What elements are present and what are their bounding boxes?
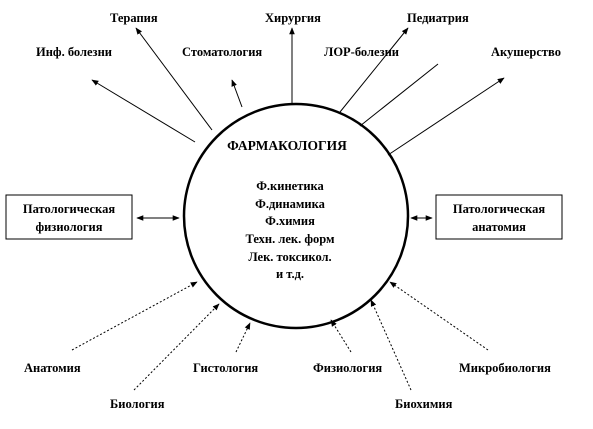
arrow-from-anatomiya (71, 281, 198, 351)
center-title: ФАРМАКОЛОГИЯ (227, 138, 347, 153)
label-biokhimiya: Биохимия (395, 397, 453, 411)
center-item-etc: и т.д. (276, 267, 304, 281)
center-item-drug-forms: Техн. лек. форм (245, 232, 335, 246)
label-terapiya: Терапия (110, 11, 158, 25)
pharmacology-circle (182, 102, 410, 330)
label-inf-bolezni: Инф. болезни (36, 45, 112, 59)
center-item-dynamics: Ф.динамика (255, 197, 326, 211)
label-lor-bolezni: ЛОР-болезни (324, 45, 399, 59)
label-patfiz-line1: Патологическая (23, 202, 115, 216)
label-patanat-line2: анатомия (472, 220, 526, 234)
arrow-to-inf-bolezni (91, 79, 196, 143)
arrow-from-fiziologiya (330, 319, 352, 353)
label-biologiya: Биология (110, 397, 165, 411)
arrow-to-akusherstvo (387, 77, 505, 156)
arrow-to-pediatriya (339, 27, 409, 113)
arrow-to-terapiya (135, 27, 213, 131)
label-patanat-line1: Патологическая (453, 202, 545, 216)
label-stomatologiya: Стоматология (182, 45, 262, 59)
label-fiziologiya: Физиология (313, 361, 382, 375)
arrow-from-biokhimiya (370, 299, 412, 391)
box-pathological-physiology (5, 194, 133, 240)
arrow-from-gistologiya (235, 322, 251, 353)
arrow-from-biologiya (133, 303, 220, 391)
center-item-toxicology: Лек. токсикол. (248, 250, 331, 264)
label-mikrobiologiya: Микробиология (459, 361, 551, 375)
box-pathological-anatomy (435, 194, 563, 240)
label-anatomiya: Анатомия (24, 361, 81, 375)
label-khirurgiya: Хирургия (265, 11, 321, 25)
center-item-chemistry: Ф.химия (265, 214, 315, 228)
label-patfiz-line2: физиология (35, 220, 102, 234)
arrow-from-mikrobiologiya (389, 281, 489, 351)
center-item-kinetics: Ф.кинетика (256, 179, 324, 193)
label-akusherstvo: Акушерство (491, 45, 561, 59)
arrow-to-stomatologiya (231, 79, 243, 108)
label-gistologiya: Гистология (193, 361, 258, 375)
line-to-lor-bolezni (359, 63, 439, 127)
label-pediatriya: Педиатрия (407, 11, 469, 25)
